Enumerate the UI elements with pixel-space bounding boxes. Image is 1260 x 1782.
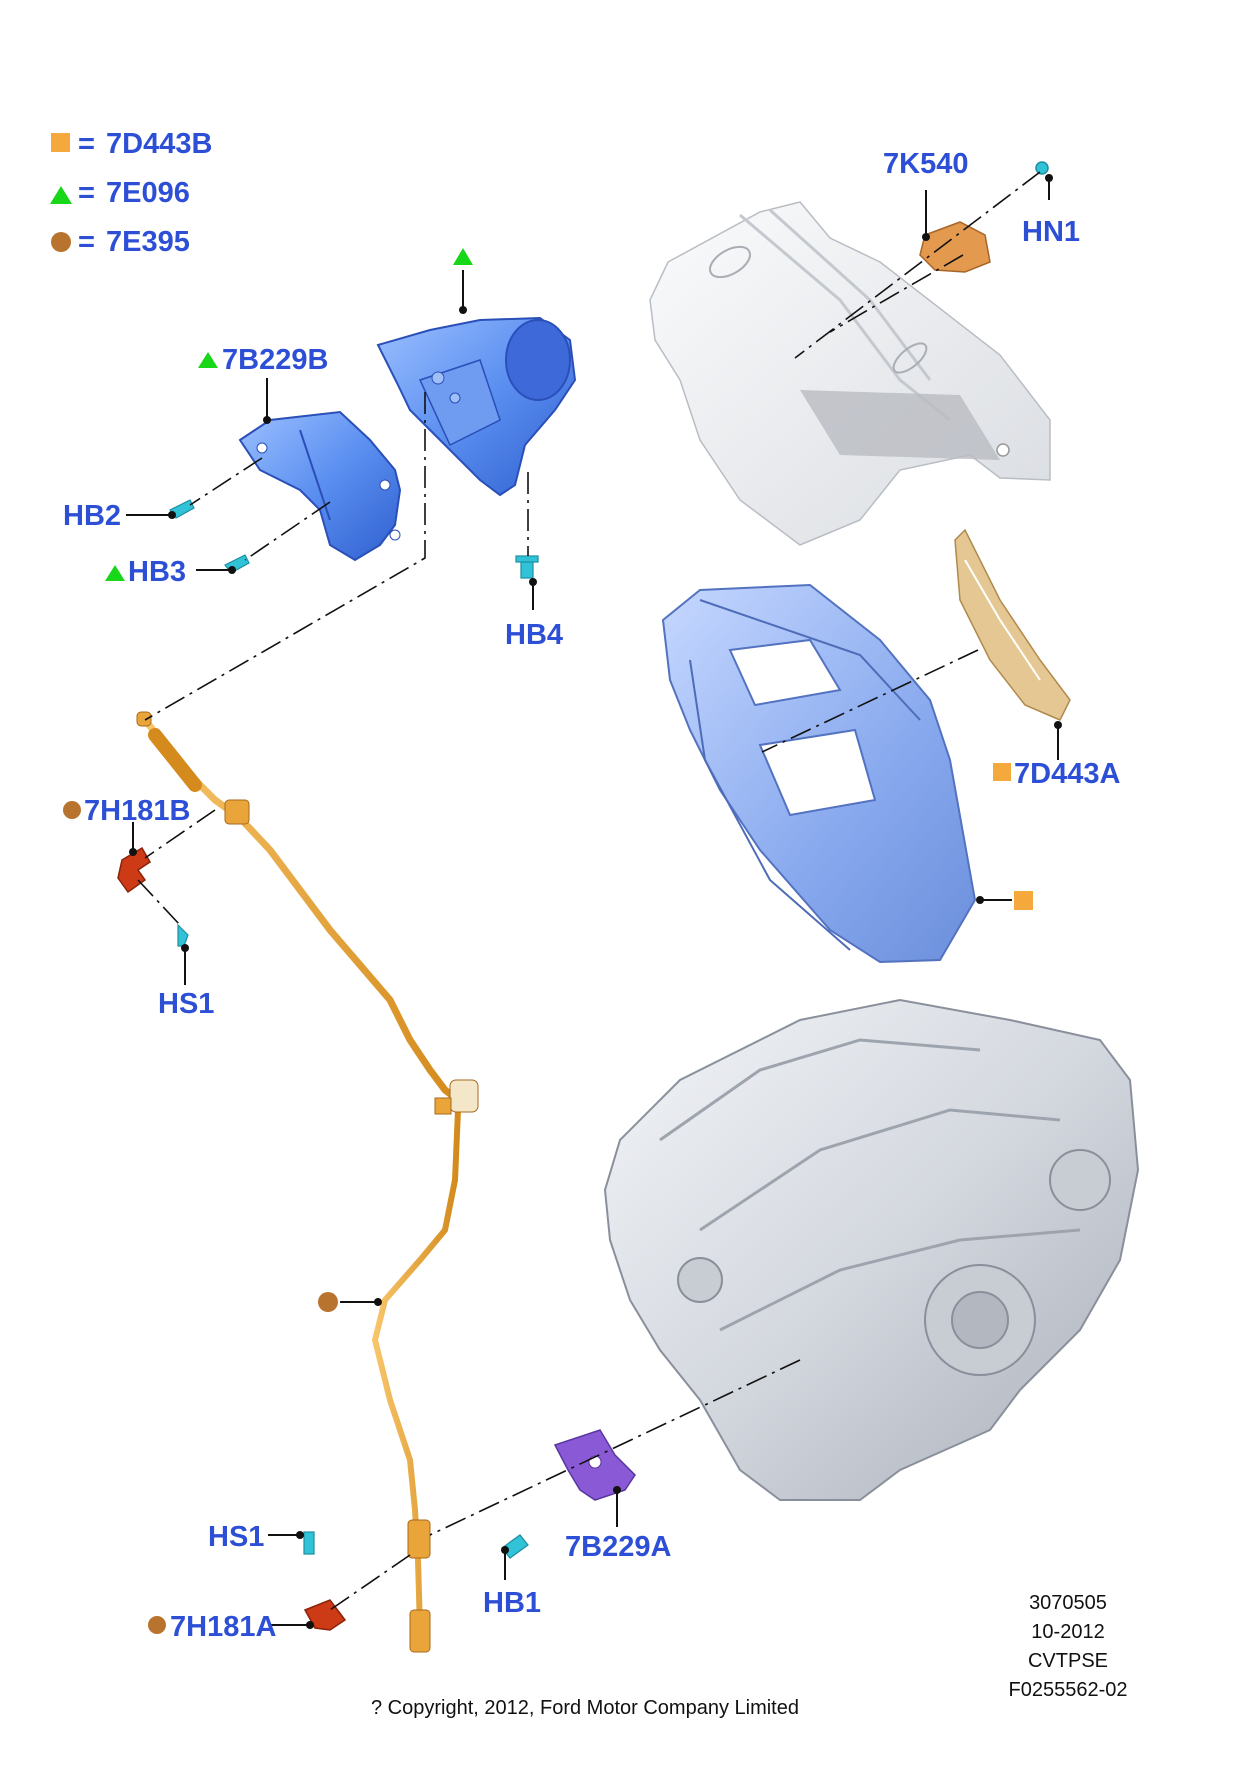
7b229b-triangle-icon — [198, 352, 218, 368]
7d443a-square-icon — [993, 763, 1011, 781]
legend-eq-2: = — [78, 177, 95, 209]
label-7b229b: 7B229B — [222, 344, 328, 376]
doc-number: 3070505 — [1029, 1592, 1107, 1614]
screw-hs1-upper — [177, 923, 189, 947]
shifter-7e096 — [376, 316, 577, 497]
label-hs1-lower: HS1 — [208, 1521, 264, 1553]
screw-hs1-lower — [303, 1531, 315, 1555]
cable-circle-icon — [318, 1292, 338, 1312]
label-hb1: HB1 — [483, 1587, 541, 1619]
trim-7d443a — [954, 528, 1071, 721]
console-frame — [661, 583, 977, 964]
label-hb3: HB3 — [128, 556, 186, 588]
floor-panel — [649, 201, 1051, 546]
label-7d443a: 7D443A — [1014, 758, 1120, 790]
bolt-hb1 — [501, 1534, 529, 1559]
clip-7h181b — [117, 846, 151, 894]
bolt-hb4 — [515, 555, 539, 579]
legend-eq-1: = — [78, 128, 95, 160]
legend-triangle-icon — [50, 186, 72, 204]
legend: = 7D443B = 7E096 = 7E395 — [50, 128, 212, 258]
console-square-icon — [1014, 891, 1033, 910]
doc-code: CVTPSE — [1028, 1650, 1108, 1672]
legend-code-3: 7E395 — [106, 226, 190, 258]
label-hs1-upper: HS1 — [158, 988, 214, 1020]
pad-7k540 — [919, 221, 991, 273]
legend-square-icon — [51, 133, 70, 152]
shifter-triangle-icon — [453, 248, 473, 265]
7h181a-circle-icon — [148, 1616, 166, 1634]
7h181b-circle-icon — [63, 801, 81, 819]
label-7b229a: 7B229A — [565, 1531, 671, 1563]
label-hn1: HN1 — [1022, 216, 1080, 248]
legend-eq-3: = — [78, 226, 95, 258]
nut-hn1 — [1035, 161, 1049, 175]
label-hb2: HB2 — [63, 500, 121, 532]
label-7k540: 7K540 — [883, 148, 968, 180]
legend-circle-icon — [51, 232, 71, 252]
doc-figure-id: F0255562-02 — [1009, 1679, 1128, 1701]
doc-date: 10-2012 — [1031, 1621, 1104, 1643]
label-7h181b: 7H181B — [84, 795, 190, 827]
bracket-7b229a — [553, 1429, 636, 1501]
leader-lines — [126, 174, 1062, 1629]
bracket-7b229b — [238, 410, 402, 562]
transmission-housing — [603, 998, 1140, 1501]
legend-code-2: 7E096 — [106, 177, 190, 209]
shift-cable — [136, 711, 479, 1653]
copyright-text: ? Copyright, 2012, Ford Motor Company Li… — [371, 1697, 799, 1719]
hb3-triangle-icon — [105, 565, 125, 581]
label-7h181a: 7H181A — [170, 1611, 276, 1643]
legend-code-1: 7D443B — [106, 128, 212, 160]
assembly-lines — [137, 171, 1041, 1611]
label-hb4: HB4 — [505, 619, 563, 651]
